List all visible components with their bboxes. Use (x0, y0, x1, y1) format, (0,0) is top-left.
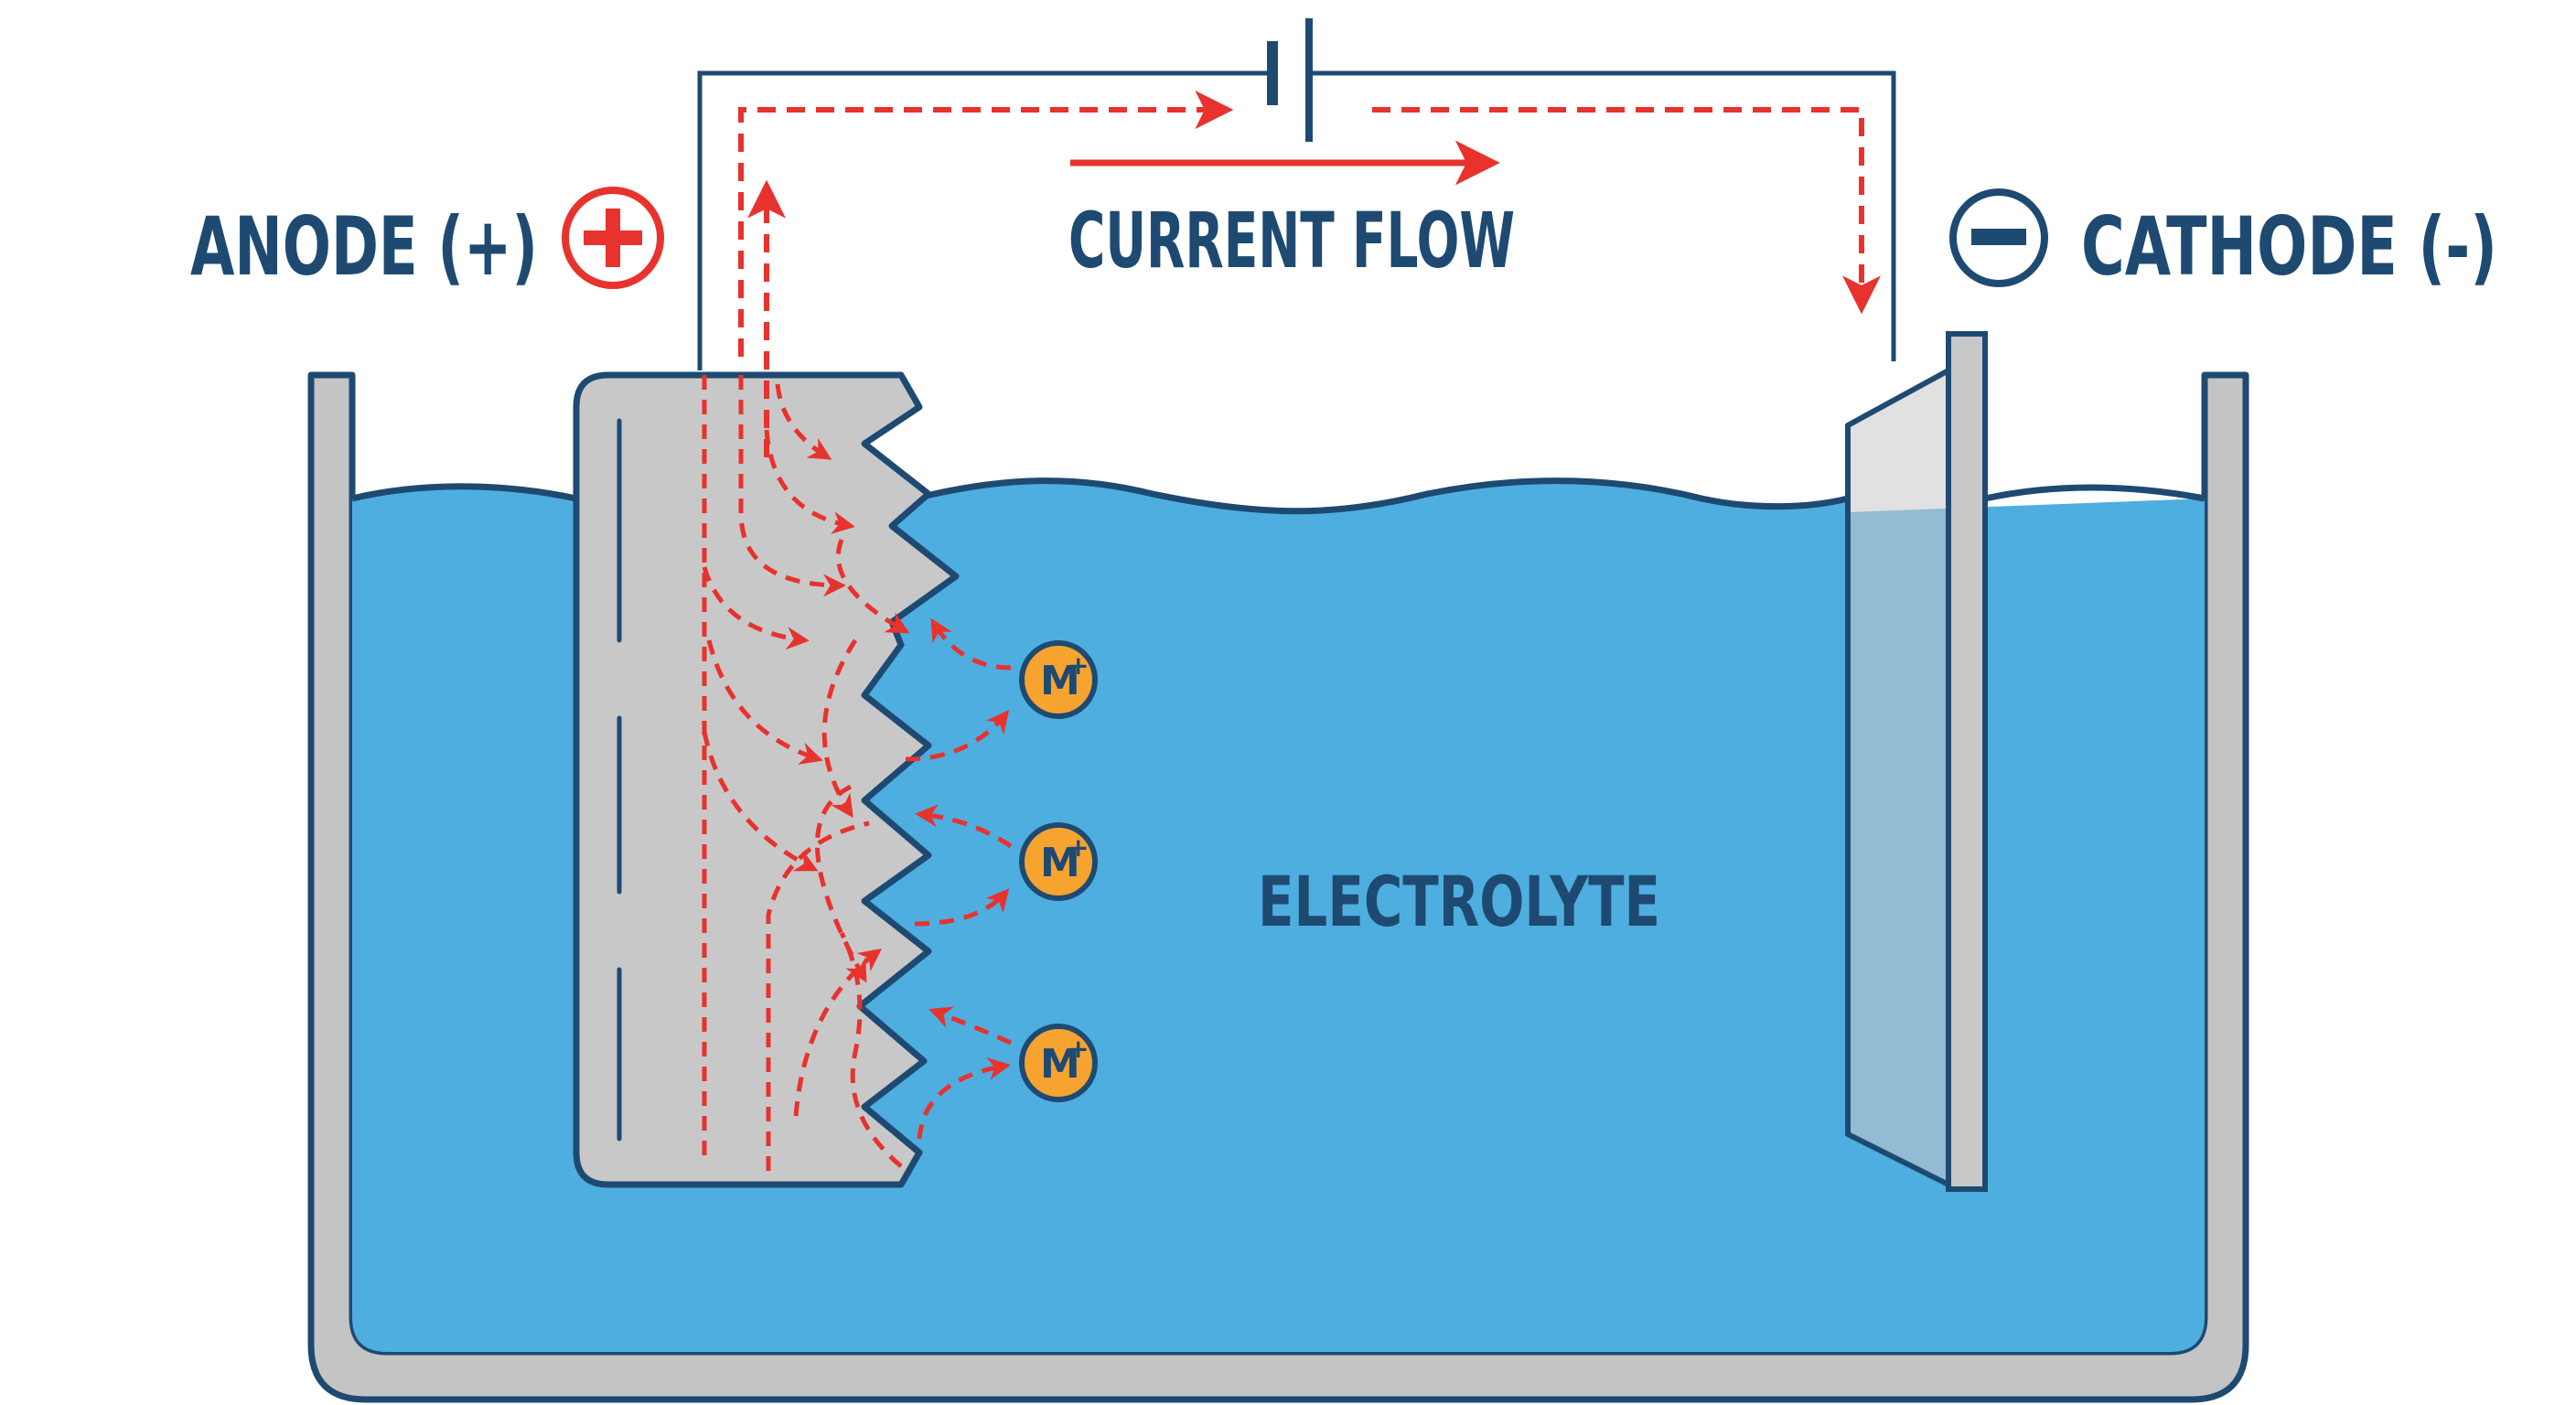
ion-arrow-1-out (905, 710, 1010, 762)
ion-arrow-3-in (928, 1006, 1013, 1046)
metal-ions: M+M+M+ (1019, 640, 1098, 1102)
plus-circle-icon (562, 187, 664, 289)
ion-circle (1019, 822, 1098, 901)
metal-ion: M+ (1019, 822, 1098, 901)
anode-internal-current (702, 375, 910, 1171)
ion-migration-arrows (905, 617, 1013, 1140)
electrolyte-label: ELECTROLYTE (1258, 861, 1660, 942)
ion-arrow-1-in (930, 617, 1012, 670)
ion-arrow-3-out (917, 1056, 1011, 1140)
ion-label: M (1040, 1041, 1080, 1088)
cathode-edge (1946, 331, 1988, 1192)
external-circuit (697, 18, 1896, 370)
battery-short-plate (1267, 41, 1278, 105)
metal-ion: M+ (1019, 640, 1098, 719)
ion-charge: + (1068, 650, 1089, 681)
water-surface (351, 477, 2206, 515)
battery-long-plate (1305, 18, 1313, 142)
ion-label: M (1040, 658, 1080, 704)
current-flow-label: CURRENT FLOW (1068, 196, 1515, 285)
ion-charge: + (1068, 1034, 1089, 1064)
ion-arrow-2-out (914, 888, 1010, 927)
ion-arrow-2-in (915, 804, 1013, 849)
ion-label: M (1040, 840, 1080, 886)
cathode-face (1845, 368, 1951, 1187)
current-path-top-left (738, 91, 1234, 357)
metal-ion: M+ (1019, 1024, 1098, 1102)
circuit-wire (697, 70, 1896, 370)
ion-circle (1019, 640, 1098, 719)
cathode-electrode (1845, 331, 1988, 1192)
current-path-top-right (1372, 107, 1881, 315)
cathode-label: CATHODE (-) (2081, 199, 2497, 294)
minus-circle-icon (1949, 188, 2048, 287)
anode-label: ANODE (+) (190, 199, 538, 294)
ion-circle (1019, 1024, 1098, 1102)
current-path-arrows (738, 91, 1881, 457)
ion-charge: + (1068, 832, 1089, 863)
